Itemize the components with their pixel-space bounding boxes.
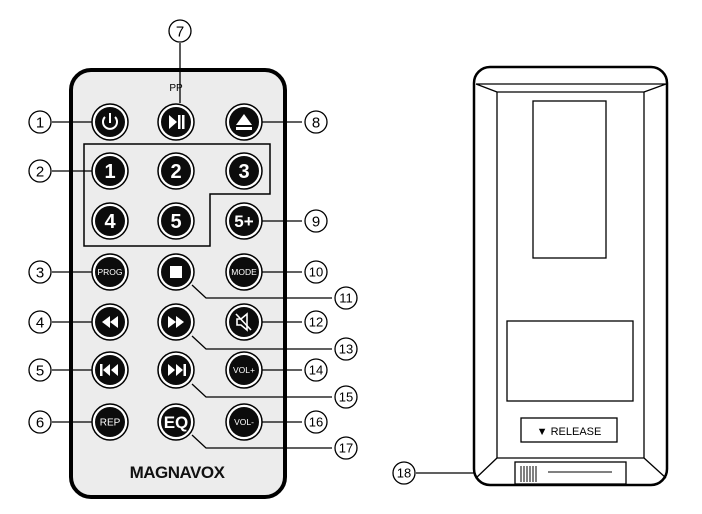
eq-label: EQ: [164, 413, 189, 432]
mode-button[interactable]: MODE: [225, 253, 263, 291]
num-3-button[interactable]: 3: [225, 152, 263, 190]
callout-8: 8: [304, 110, 328, 134]
callout-number: 2: [36, 163, 44, 180]
prog-label: PROG: [97, 267, 122, 277]
callout-12: 12: [304, 310, 328, 334]
num-2-label: 2: [170, 161, 181, 183]
eq-button[interactable]: EQ: [157, 403, 195, 441]
prog-button[interactable]: PROG: [91, 253, 129, 291]
back-bottom-rail: [475, 457, 667, 479]
skip-next-icon: [168, 364, 186, 376]
callout-5: 5: [28, 358, 52, 382]
callout-2: 2: [28, 159, 52, 183]
callout-number: 9: [312, 213, 320, 230]
play-pause-button[interactable]: [157, 103, 195, 141]
callout-number: 7: [176, 23, 184, 40]
callout-10: 10: [304, 260, 328, 284]
back-top-bevel: [475, 83, 667, 458]
num-5-button[interactable]: 5: [157, 202, 195, 240]
release-label: ▼ RELEASE: [537, 426, 602, 438]
number-pad-outline: [83, 143, 271, 247]
callout-7: 7: [168, 19, 192, 43]
back-window-upper: [532, 100, 607, 259]
callout-number: 4: [36, 314, 44, 331]
mute-icon: [235, 312, 252, 332]
callout-number: 3: [36, 264, 44, 281]
remote-back-body: [472, 65, 669, 487]
num-5plus-label: 5+: [234, 212, 253, 231]
back-window-lower: [506, 320, 634, 402]
vol-down-label: VOL-: [234, 417, 254, 427]
rep-button[interactable]: REP: [91, 403, 129, 441]
next-button[interactable]: [157, 351, 195, 389]
callout-number: 12: [309, 315, 323, 330]
callout-number: 1: [36, 114, 44, 131]
callout-number: 18: [397, 466, 411, 481]
callout-number: 15: [339, 390, 353, 405]
fast-forward-icon: [168, 316, 184, 328]
previous-button[interactable]: [91, 351, 129, 389]
remote-back: [472, 65, 669, 487]
callout-number: 11: [339, 291, 353, 306]
rewind-button[interactable]: [91, 303, 129, 341]
eject-button[interactable]: [225, 103, 263, 141]
stop-button[interactable]: [157, 253, 195, 291]
callout-3: 3: [28, 260, 52, 284]
callout-number: 5: [36, 362, 44, 379]
mode-label: MODE: [231, 267, 257, 277]
rewind-icon: [102, 316, 118, 328]
callout-6: 6: [28, 410, 52, 434]
num-4-button[interactable]: 4: [91, 202, 129, 240]
play-pause-icon: [169, 115, 185, 129]
rep-label: REP: [100, 418, 121, 429]
num-5-label: 5: [170, 211, 181, 233]
callout-number: 17: [339, 441, 353, 456]
battery-door-latch[interactable]: [514, 461, 627, 485]
pp-label: PP: [169, 83, 183, 94]
num-1-label: 1: [104, 161, 115, 183]
callout-number: 13: [339, 342, 353, 357]
callout-number: 14: [309, 363, 323, 378]
callout-15: 15: [334, 385, 358, 409]
vol-up-button[interactable]: VOL+: [225, 351, 263, 389]
fast-forward-button[interactable]: [157, 303, 195, 341]
eject-icon: [236, 114, 252, 130]
callout-17: 17: [334, 436, 358, 460]
num-1-button[interactable]: 1: [91, 152, 129, 190]
latch-grip-lines: [520, 466, 612, 482]
num-5plus-button[interactable]: 5+: [225, 202, 263, 240]
num-4-label: 4: [104, 211, 116, 233]
callout-14: 14: [304, 358, 328, 382]
power-button[interactable]: [91, 103, 129, 141]
num-3-label: 3: [238, 161, 249, 183]
callout-number: 16: [309, 415, 323, 430]
vol-down-button[interactable]: VOL-: [225, 403, 263, 441]
callout-number: 8: [312, 114, 320, 131]
button-layer: 1 2 3 4 5 5+ PROG MODE VOL+ REP EQ VOL-: [91, 103, 263, 441]
callout-11: 11: [334, 286, 358, 310]
power-icon: [102, 113, 118, 130]
vol-up-label: VOL+: [233, 365, 255, 375]
num-2-button[interactable]: 2: [157, 152, 195, 190]
callout-9: 9: [304, 209, 328, 233]
skip-previous-icon: [100, 364, 118, 376]
callout-16: 16: [304, 410, 328, 434]
callout-13: 13: [334, 337, 358, 361]
callout-4: 4: [28, 310, 52, 334]
callout-18: 18: [392, 461, 416, 485]
mute-button[interactable]: [225, 303, 263, 341]
callout-number: 6: [36, 414, 44, 431]
stop-icon: [170, 266, 182, 278]
callout-1: 1: [28, 110, 52, 134]
battery-release-tab[interactable]: [520, 417, 618, 443]
callout-number: 10: [309, 265, 323, 280]
brand-logo: MAGNAVOX: [130, 463, 226, 482]
